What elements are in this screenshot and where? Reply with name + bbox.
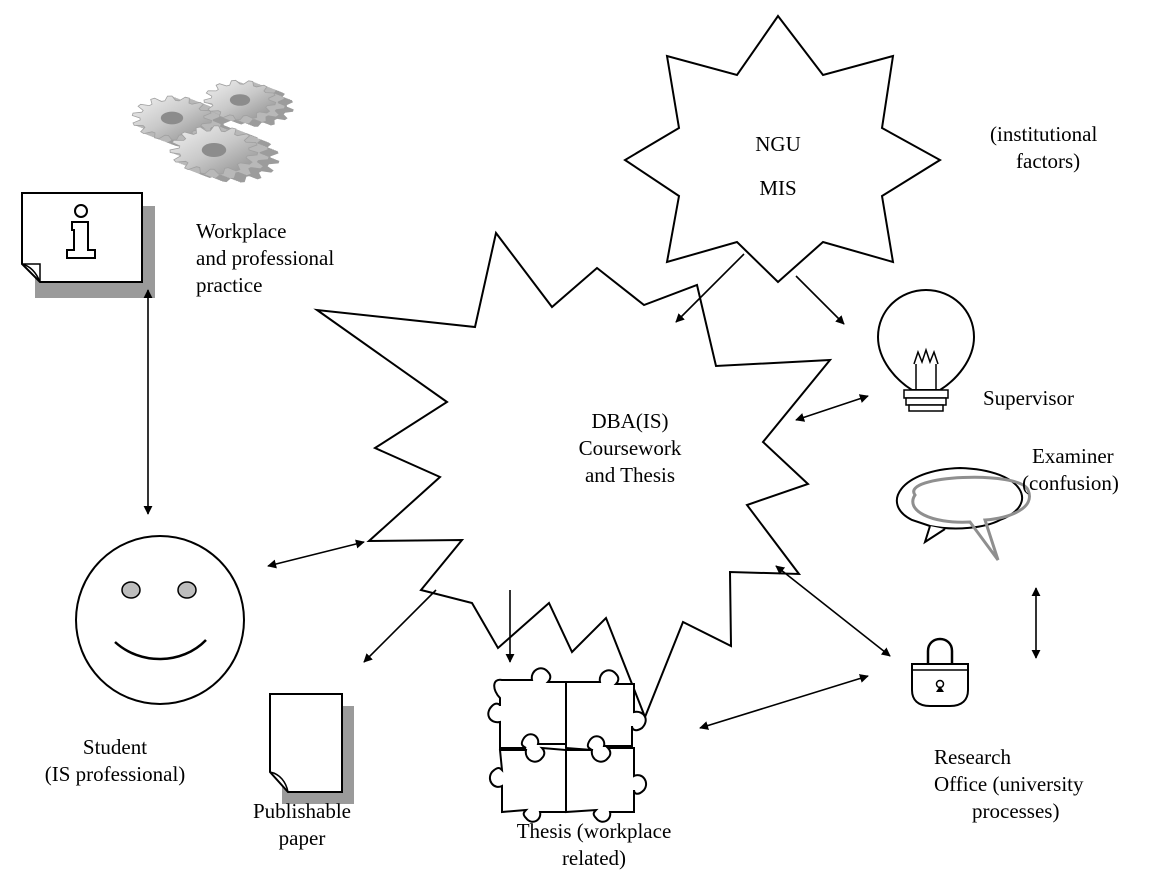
arrow-star-supervisor xyxy=(795,275,845,325)
workplace-label: Workplace and professional practice xyxy=(196,218,334,299)
smiley-face-icon xyxy=(75,535,245,705)
arrow-center-supervisor xyxy=(795,394,869,422)
thesis-line2: related) xyxy=(561,846,627,870)
padlock-icon xyxy=(911,637,969,707)
student-line1: Student xyxy=(82,735,148,759)
center-line2: Coursework xyxy=(578,436,682,460)
connector-arrows xyxy=(143,253,1041,730)
gear-hub xyxy=(160,111,184,125)
center-line1: DBA(IS) xyxy=(591,409,669,433)
student-line2: (IS professional) xyxy=(44,762,186,786)
institution-line2: MIS xyxy=(759,176,797,200)
arrow-star-center xyxy=(675,253,745,323)
gears-icon xyxy=(131,79,294,183)
examiner-line2: (confusion) xyxy=(1022,471,1119,495)
paper-line2: paper xyxy=(278,826,326,850)
arrow-center-paper xyxy=(363,589,437,663)
central-starburst xyxy=(313,230,833,720)
institution-label: NGU MIS xyxy=(745,131,811,202)
thesis-line1: Thesis (workplace xyxy=(516,819,672,843)
research-office-line3: processes) xyxy=(972,799,1060,823)
student-label: Student (IS professional) xyxy=(30,734,200,788)
examiner-line1: Examiner xyxy=(1032,444,1114,468)
gear-hub xyxy=(229,94,251,106)
info-document-icon xyxy=(21,192,155,298)
examiner-label: Examiner (confusion) xyxy=(1022,443,1119,497)
workplace-line3: practice xyxy=(196,273,263,297)
arrow-student-center xyxy=(267,539,365,569)
center-label: DBA(IS) Coursework and Thesis xyxy=(560,408,700,489)
paper-label: Publishable paper xyxy=(232,798,372,852)
institutional-factors-line2: factors) xyxy=(1016,149,1081,173)
supervisor-text: Supervisor xyxy=(983,386,1074,410)
arrow-center-research xyxy=(775,565,891,657)
institutional-factors-line1: (institutional xyxy=(990,122,1098,146)
institution-star xyxy=(623,14,942,284)
institutional-factors-label: (institutional factors) xyxy=(990,121,1097,175)
center-line3: and Thesis xyxy=(584,463,676,487)
institution-line1: NGU xyxy=(755,132,801,156)
gear-hub xyxy=(201,143,227,157)
workplace-line1: Workplace xyxy=(196,219,287,243)
arrow-thesis-research xyxy=(699,674,869,730)
workplace-line2: and professional xyxy=(196,246,335,270)
speech-bubble-icon xyxy=(895,466,1031,561)
puzzle-icon xyxy=(487,667,648,823)
research-office-line2: Office (university xyxy=(934,772,1084,796)
thesis-label: Thesis (workplace related) xyxy=(494,818,694,872)
light-bulb-icon xyxy=(876,288,976,412)
research-office-label: Research Office (university processes) xyxy=(934,744,1083,825)
supervisor-label: Supervisor xyxy=(983,385,1074,412)
paper-icon xyxy=(269,693,354,804)
paper-line1: Publishable xyxy=(253,799,351,823)
research-office-line1: Research xyxy=(934,745,1011,769)
